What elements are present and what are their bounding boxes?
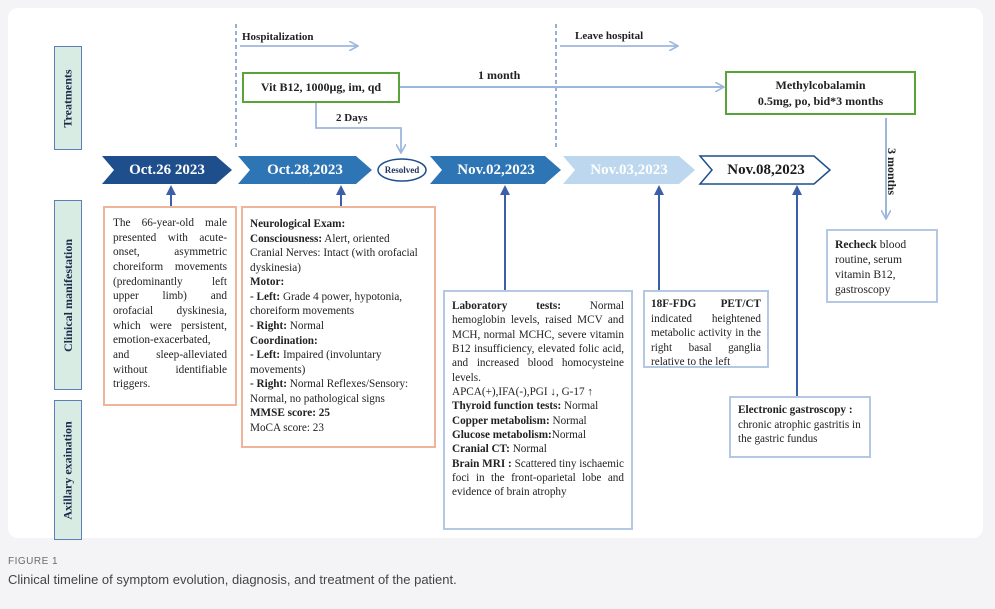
gastroscopy-title: Electronic gastroscopy : [738, 404, 853, 416]
two-days-arrow [315, 103, 401, 152]
motor-title: Motor: [250, 276, 285, 289]
glucose-label: Glucose metabolism: [452, 428, 552, 441]
vitb12-text: Vit B12, 1000µg, im, qd [260, 80, 382, 95]
box-nov08: Electronic gastroscopy : chronic atrophi… [729, 396, 871, 458]
side-label-treatments: Treatments [54, 46, 82, 150]
resolved-label: Resolved [384, 165, 420, 175]
mmse-score: MMSE score: 25 [250, 407, 330, 420]
box-recheck: Recheck blood routine, serum vitamin B12… [826, 229, 938, 303]
date-nov03: Nov.03,2023 [590, 161, 668, 178]
recheck-title: Recheck [835, 238, 877, 251]
box-nov03: 18F-FDG PET/CT indicated heightened meta… [643, 290, 769, 368]
motor-left-value: Grade 4 power, hypotonia, choreiform mov… [250, 290, 403, 318]
coord-right-label: - Right: [250, 378, 287, 391]
coord-left-value: Impaired (involuntary movements) [250, 349, 382, 376]
neuro-title: Neurological Exam: [250, 218, 346, 230]
coord-title: Coordination: [250, 334, 318, 347]
methylcobalamin-box: Methylcobalamin 0.5mg, po, bid*3 months [725, 71, 916, 115]
chevron-oct26 [102, 156, 232, 184]
lab-label: Laboratory tests: [452, 300, 561, 312]
date-nov02: Nov.02,2023 [457, 161, 535, 178]
methylcobalamin-line2: 0.5mg, po, bid*3 months [757, 94, 884, 108]
one-month-label: 1 month [478, 68, 521, 82]
ct-value: Normal [509, 443, 547, 456]
date-oct26: Oct.26 2023 [129, 161, 205, 178]
motor-right-label: - Right: [250, 319, 287, 332]
date-oct28: Oct.28,2023 [267, 161, 343, 178]
pet-text: indicated heightened metabolic activity … [651, 312, 761, 369]
vitb12-box: Vit B12, 1000µg, im, qd [242, 72, 400, 103]
glucose-value: Normal [551, 428, 586, 441]
side-label-axillary: Axillary exaination [54, 400, 82, 540]
figure-caption: Clinical timeline of symptom evolution, … [8, 572, 457, 587]
mri-value: Scattered tiny ischaemic foci in the fro… [452, 457, 624, 499]
figure-label: FIGURE 1 [8, 556, 59, 567]
coord-left-label: - Left: [250, 349, 281, 362]
motor-left-label: - Left: [250, 290, 281, 303]
chevron-oct28 [238, 156, 372, 184]
pet-title: 18F-FDG PET/CT [651, 298, 761, 310]
copper-value: Normal [549, 414, 587, 427]
two-days-label: 2 Days [336, 112, 368, 124]
gastroscopy-text: chronic atrophic gastritis in the gastri… [738, 418, 861, 446]
box-nov02: Laboratory tests: Normal hemoglobin leve… [443, 290, 633, 530]
side-label-clinical-text: Clinical manifestation [60, 238, 75, 352]
thyroid-value: Normal [561, 400, 599, 413]
side-label-treatments-text: Treatments [60, 68, 75, 128]
three-months-label: 3 months [885, 147, 900, 196]
motor-right-value: Normal [286, 319, 324, 332]
ct-label: Cranial CT: [452, 443, 510, 456]
recheck-text: blood routine, serum vitamin B12, gastro… [835, 238, 907, 297]
methylcobalamin-line1: Methylcobalamin [775, 77, 866, 92]
side-label-axillary-text: Axillary exaination [60, 420, 75, 520]
cranial-nerves: Cranial Nerves: Intact (with orofacial d… [250, 247, 418, 274]
chevron-nov02 [430, 156, 561, 184]
resolved-ellipse [377, 158, 427, 182]
apca-line: APCA(+),IFA(-),PGI ↓, G-17 ↑ [452, 385, 593, 398]
box-oct26: The 66-year-old male presented with acut… [103, 206, 237, 406]
mri-label: Brain MRI : [452, 457, 512, 470]
hospitalization-label: Hospitalization [242, 31, 314, 43]
consciousness-value: Alert, oriented [322, 232, 390, 245]
chevron-nov03 [563, 156, 695, 184]
date-nov08: Nov.08,2023 [727, 161, 805, 178]
lab-value: Normal hemoglobin levels, raised MCV and… [452, 300, 624, 384]
copper-label: Copper metabolism: [452, 414, 550, 427]
moca-score: MoCA score: 23 [250, 421, 324, 434]
oct26-description: The 66-year-old male presented with acut… [113, 217, 227, 391]
leave-hospital-label: Leave hospital [575, 30, 644, 42]
side-label-clinical: Clinical manifestation [54, 200, 82, 390]
thyroid-label: Thyroid function tests: [452, 400, 562, 413]
box-oct28: Neurological Exam: Consciousness: Alert,… [241, 206, 436, 448]
chevron-nov08 [698, 155, 832, 185]
consciousness-label: Consciousness: [250, 232, 323, 245]
coord-right-value: Normal Reflexes/Sensory: Normal, no path… [250, 378, 409, 405]
